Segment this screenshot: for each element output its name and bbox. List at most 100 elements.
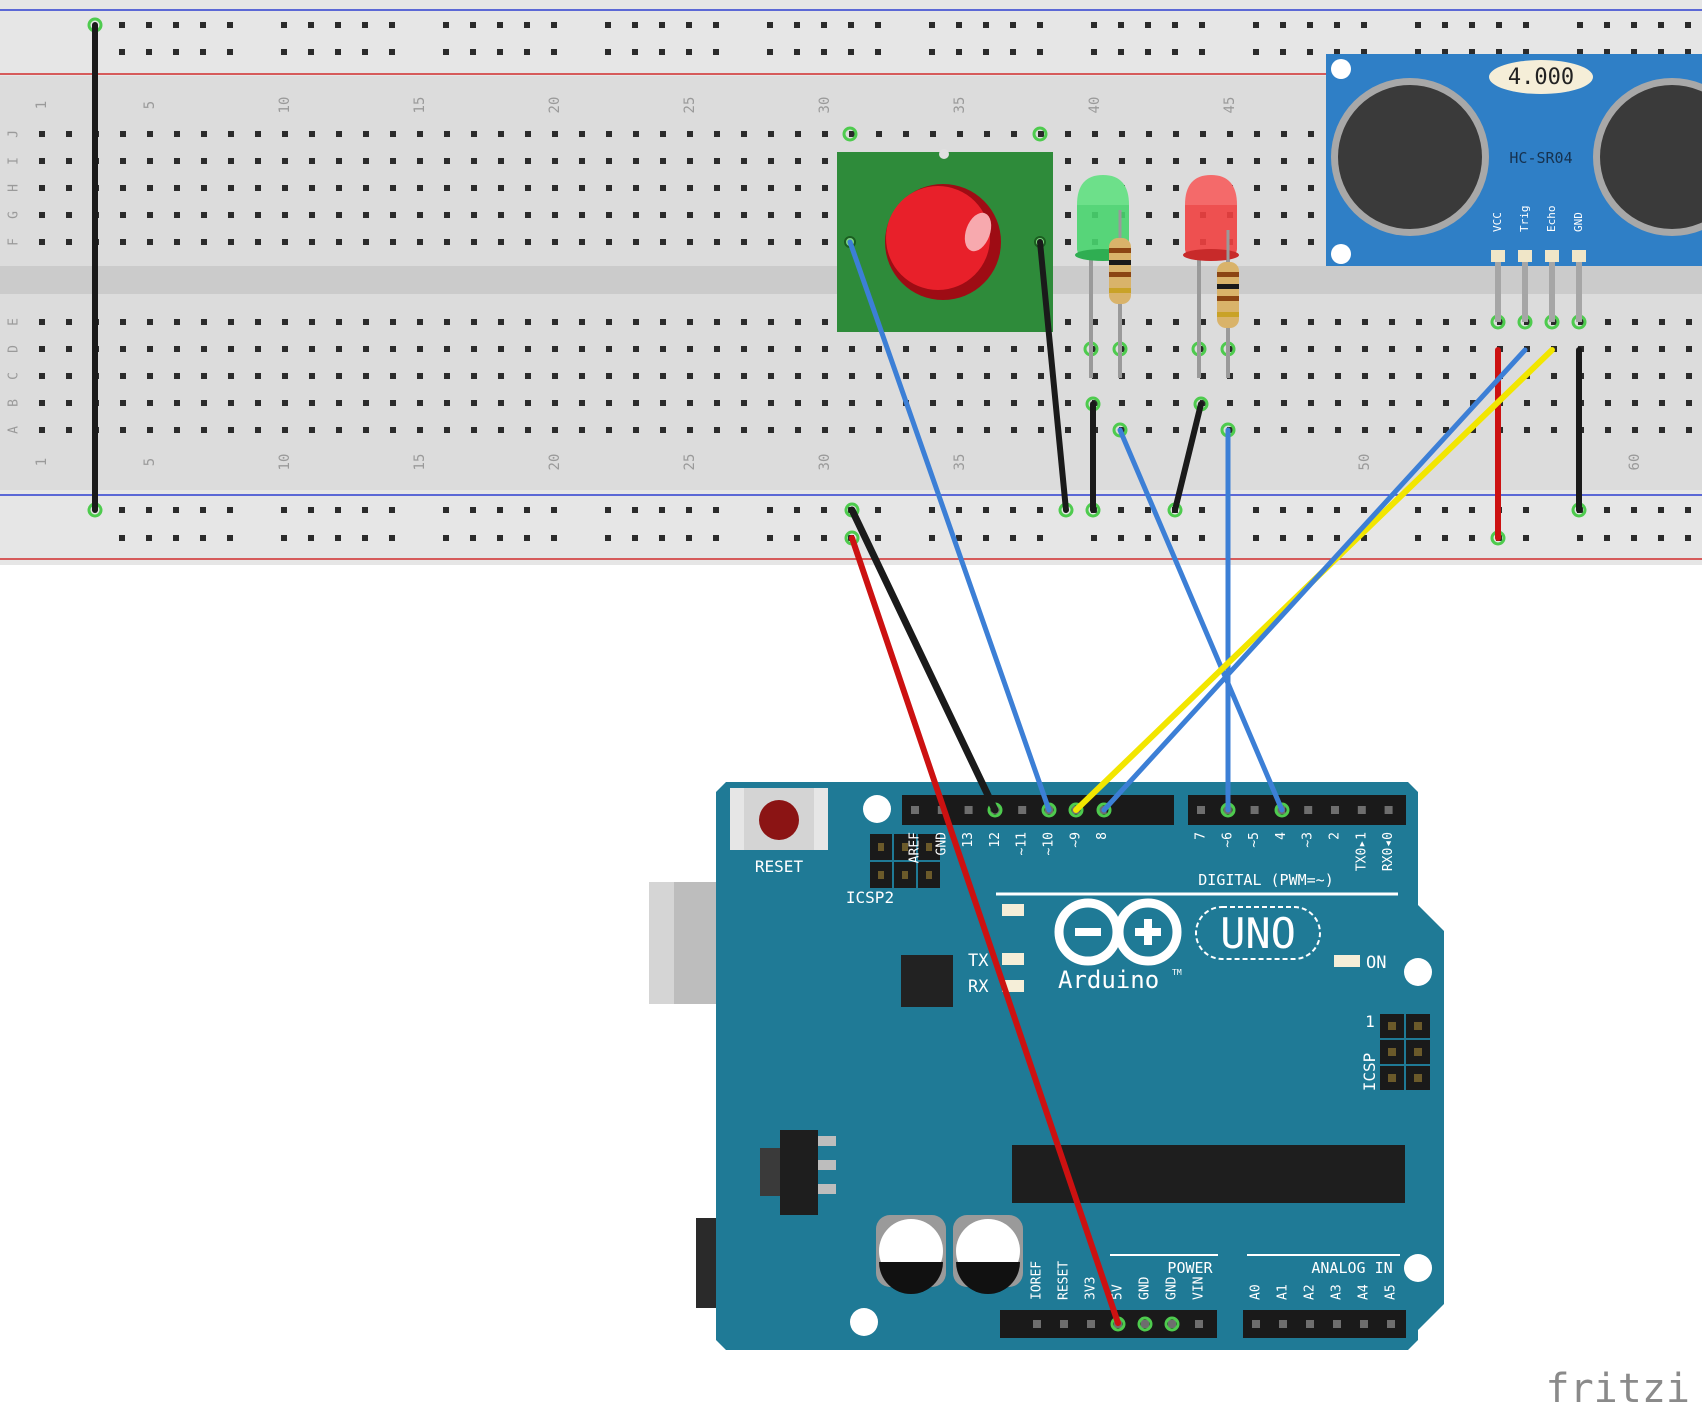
breadboard-hole [525, 400, 531, 406]
resistor-green-band-4 [1109, 288, 1131, 293]
analog-pin-label: A3 [1330, 1284, 1345, 1300]
analog-pin-socket[interactable] [1333, 1320, 1341, 1328]
rail-hole [713, 49, 719, 55]
breadboard-hole [255, 239, 261, 245]
rail-hole [1118, 507, 1124, 513]
rail-hole [497, 535, 503, 541]
breadboard-hole [147, 373, 153, 379]
reset-button[interactable] [759, 800, 799, 840]
rail-hole [119, 22, 125, 28]
rail-hole [1442, 49, 1448, 55]
rail-hole [551, 507, 557, 513]
icsp2-pin-contact [878, 843, 884, 851]
breadboard-hole [876, 131, 882, 137]
breadboard-hole [39, 212, 45, 218]
analog-pin-socket[interactable] [1387, 1320, 1395, 1328]
breadboard-hole [1173, 373, 1179, 379]
breadboard-hole [363, 239, 369, 245]
digital-pin-socket[interactable] [1357, 806, 1366, 814]
breadboard-hole [687, 131, 693, 137]
wire-trig-pin10-blue[interactable] [1101, 347, 1528, 813]
breadboard-hole [255, 131, 261, 137]
button-cap[interactable] [886, 186, 990, 290]
breadboard-hole [1281, 346, 1287, 352]
breadboard-hole [201, 158, 207, 164]
power-pin-socket[interactable] [1168, 1320, 1176, 1328]
analog-pin-label: A2 [1303, 1284, 1318, 1300]
breadboard-hole [687, 400, 693, 406]
power-pin-label: IOREF [1030, 1261, 1045, 1300]
breadboard-hole [228, 185, 234, 191]
breadboard-hole [579, 158, 585, 164]
column-number: 25 [682, 97, 698, 114]
analog-pin-socket[interactable] [1306, 1320, 1314, 1328]
column-number: 1 [34, 458, 50, 466]
power-pin-socket[interactable] [1033, 1320, 1041, 1328]
breadboard-hole [1092, 346, 1098, 352]
rail-hole [875, 22, 881, 28]
power-pin-socket[interactable] [1195, 1320, 1203, 1328]
digital-pin-socket[interactable] [1250, 806, 1259, 814]
wire-red-led-gnd-black[interactable] [1172, 401, 1204, 513]
rail-hole [686, 49, 692, 55]
digital-pin-socket[interactable] [1018, 806, 1027, 814]
rail-hole [1334, 507, 1340, 513]
rail-hole [1631, 49, 1637, 55]
rail-hole [1145, 49, 1151, 55]
rail-hole [686, 22, 692, 28]
row-letter: D [7, 345, 22, 353]
breadboard-hole [795, 346, 801, 352]
wire-5v-red[interactable] [849, 535, 1121, 1326]
digital-pin-socket[interactable] [964, 806, 973, 814]
wire-button-gnd-black[interactable] [1037, 239, 1069, 513]
rail-hole [1091, 535, 1097, 541]
breadboard-hole [1659, 400, 1665, 406]
breadboard-hole [201, 239, 207, 245]
power-pin-socket[interactable] [1087, 1320, 1095, 1328]
breadboard-hole [606, 158, 612, 164]
breadboard-hole [1335, 373, 1341, 379]
breadboard-hole [930, 400, 936, 406]
digital-pin-socket[interactable] [1384, 806, 1393, 814]
analog-pin-socket[interactable] [1279, 1320, 1287, 1328]
breadboard-hole [579, 131, 585, 137]
breadboard-hole [1254, 158, 1260, 164]
breadboard-hole [174, 158, 180, 164]
analog-pin-socket[interactable] [1360, 1320, 1368, 1328]
rail-hole [551, 49, 557, 55]
power-pin-socket[interactable] [1141, 1320, 1149, 1328]
regulator-body [780, 1130, 818, 1215]
wire-gnd-black[interactable] [848, 506, 999, 814]
rail-hole [794, 535, 800, 541]
resistor-green [1109, 210, 1131, 330]
rail-hole [1253, 535, 1259, 541]
wire-button-pin12-blue[interactable] [847, 239, 1052, 813]
breadboard-hole [687, 212, 693, 218]
breadboard-hole [498, 185, 504, 191]
rail-hole [173, 507, 179, 513]
rail-hole [308, 535, 314, 541]
rail-hole [686, 507, 692, 513]
breadboard-hole [1443, 319, 1449, 325]
power-pin-socket[interactable] [1060, 1320, 1068, 1328]
digital-pin-socket[interactable] [1197, 806, 1205, 814]
breadboard-hole [930, 131, 936, 137]
breadboard-hole [741, 400, 747, 406]
rail-hole [173, 535, 179, 541]
breadboard-hole [1389, 400, 1395, 406]
breadboard-hole [363, 212, 369, 218]
rail-hole [362, 49, 368, 55]
breadboard-hole [444, 212, 450, 218]
breadboard-hole [1065, 373, 1071, 379]
digital-pin-socket[interactable] [1304, 806, 1313, 814]
breadboard-hole [1038, 427, 1044, 433]
breadboard-hole [1065, 212, 1071, 218]
analog-pin-socket[interactable] [1252, 1320, 1260, 1328]
rail-hole [1253, 22, 1259, 28]
breadboard-hole [1173, 427, 1179, 433]
wire-green-led-pin4-blue[interactable] [1117, 427, 1285, 813]
digital-pin-socket[interactable] [911, 806, 919, 814]
digital-pin-socket[interactable] [1331, 806, 1339, 814]
breadboard-hole [282, 373, 288, 379]
